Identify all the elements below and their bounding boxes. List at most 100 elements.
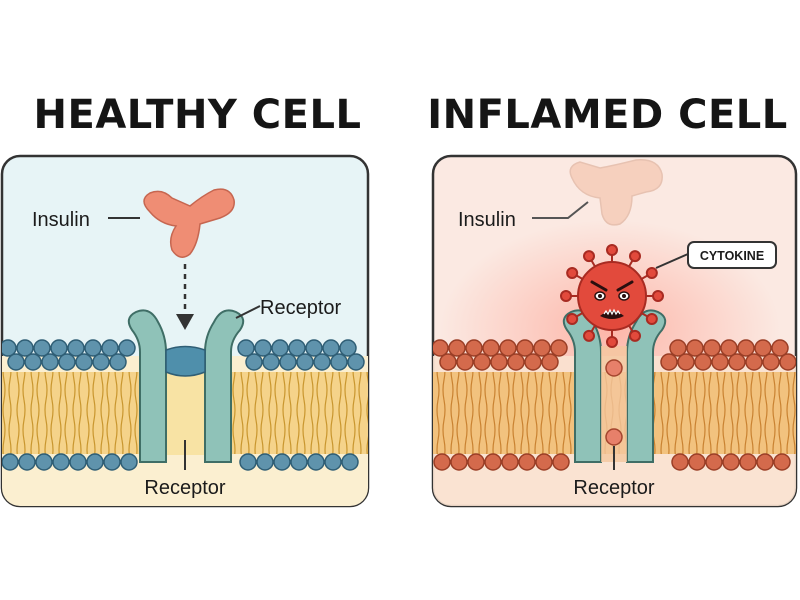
phospholipid-head [456,353,474,371]
phospholipid-head [694,353,712,371]
phospholipid-head [756,453,774,471]
phospholipid-head [256,453,274,471]
phospholipid-head [762,353,780,371]
phospholipid-head [109,353,127,371]
phospholipid-head [484,453,502,471]
phospholipid-head [58,353,76,371]
phospholipid-head [101,339,119,357]
phospholipid-head [482,339,500,357]
phospholipid-head [92,353,110,371]
cytokine-spike-tip [652,290,664,302]
phospholipid-head [69,453,87,471]
phospholipid-head [120,453,138,471]
phospholipid-head [347,353,365,371]
phospholipid-head [330,353,348,371]
inflamed-cell-panel: Insulin CYTOKINE Receptor [431,154,798,508]
phospholipid-head [771,339,789,357]
cytokine-molecule [560,244,664,348]
phospholipid-head [339,339,357,357]
phospholipid-head [533,339,551,357]
receptor-label-top: Receptor [260,297,341,319]
phospholipid-head [720,339,738,357]
phospholipid-head [473,353,491,371]
phospholipid-head [50,339,68,357]
phospholipid-head [322,339,340,357]
phospholipid-head [273,453,291,471]
phospholipid-head [75,353,93,371]
phospholipid-head [41,353,59,371]
phospholipid-head [465,339,483,357]
phospholipid-head [739,453,757,471]
phospholipid-head [16,339,34,357]
phospholipid-head [703,339,721,357]
phospholipid-head [671,453,689,471]
phospholipid-head [773,453,791,471]
phospholipid-head [84,339,102,357]
phospholipid-head [290,453,308,471]
phospholipid-head [2,453,19,471]
phospholipid-head [296,353,314,371]
cytokine-label: CYTOKINE [700,249,764,263]
phospholipid-head [7,353,25,371]
receptor-label-bottom: Receptor [144,477,225,499]
phospholipid-head [745,353,763,371]
phospholipid-head [67,339,85,357]
faded-insulin-molecule [569,159,663,226]
phospholipid-head [262,353,280,371]
phospholipid-head [501,453,519,471]
phospholipid-head [552,453,570,471]
phospholipid-head [118,339,136,357]
phospholipid-head [728,353,746,371]
cytokine-spike-tip [645,313,658,325]
phospholipid-head [2,339,17,357]
phospholipid-head [448,339,466,357]
phospholipid-head [237,339,255,357]
phospholipid-head [288,339,306,357]
phospholipid-head [341,453,359,471]
phospholipid-head [490,353,508,371]
phospholipid-head [450,453,468,471]
phospholipid-head [254,339,272,357]
phospholipid-head [86,453,104,471]
phospholipid-head [507,353,525,371]
cytokine-spike-tip [629,250,641,263]
cytokine-spike-tip [560,290,572,302]
phospholipid-head [686,339,704,357]
inflamed-cell-title: INFLAMED CELL [427,92,788,138]
cytokine-label-box [687,241,777,269]
phospholipid-head [18,453,36,471]
phospholipid-head [516,339,534,357]
phospholipid-head [499,339,517,357]
phospholipid-head [439,353,457,371]
phospholipid-head [779,353,796,371]
phospholipid-head [52,453,70,471]
phospholipid-head [35,453,53,471]
phospholipid-head [279,353,297,371]
cytokine-left-brow [590,280,608,292]
insulin-molecule [143,188,235,258]
phospholipid-head [541,353,559,371]
phospholipid-head [550,339,568,357]
cytokine-spike-tip [583,329,595,342]
insulin-label: Insulin [32,209,90,231]
phospholipid-head [33,339,51,357]
cytokine-spike-tip [583,250,595,263]
phospholipid-head [324,453,342,471]
phospholipid-head [433,453,451,471]
inflamed-insulin-label: Insulin [458,209,516,231]
phospholipid-head [313,353,331,371]
healthy-receptor [127,309,245,463]
inflamed-receptor-label: Receptor [573,477,654,499]
phospholipid-head [103,453,121,471]
phospholipid-head [239,453,257,471]
phospholipid-head [754,339,772,357]
phospholipid-head [518,453,536,471]
healthy-cell-panel: Insulin Receptor Receptor [0,154,370,508]
phospholipid-head [660,353,678,371]
phospholipid-head [271,339,289,357]
cytokine-spike-tip [606,336,618,348]
phospholipid-head [24,353,42,371]
phospholipid-head [688,453,706,471]
phospholipid-head [722,453,740,471]
